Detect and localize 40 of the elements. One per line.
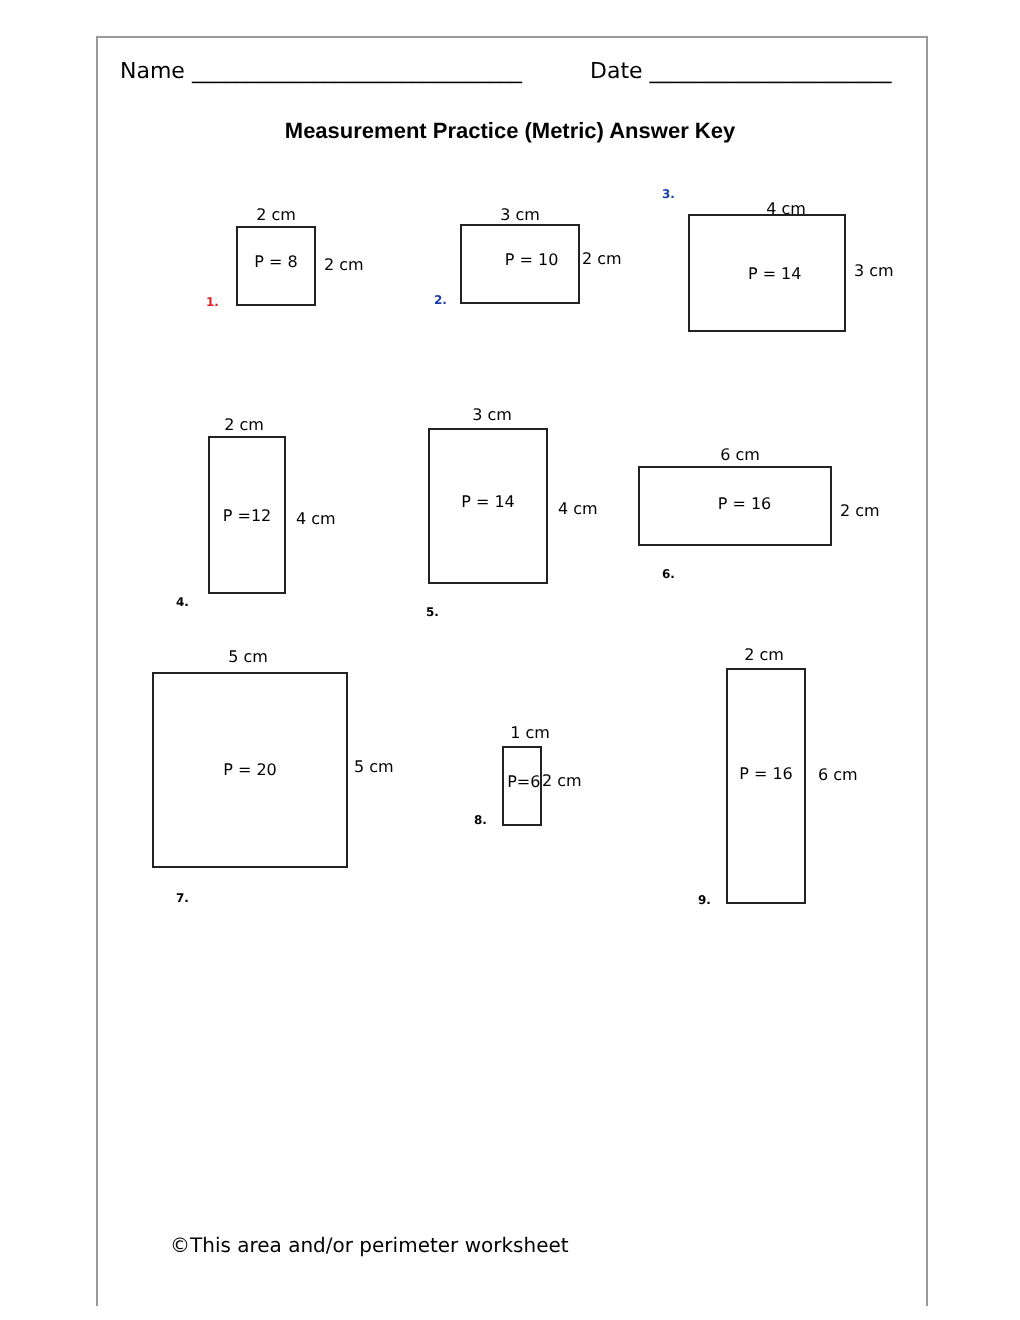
dimension-label: 4 cm [296, 510, 336, 528]
dimension-label: 6 cm [720, 446, 760, 464]
dimension-label: 5 cm [228, 648, 268, 666]
dimension-label: 5 cm [354, 758, 394, 776]
perimeter-answer: P =12 [222, 506, 272, 524]
dimension-label: 2 cm [744, 646, 784, 664]
form-field-label: Date ______________________ [590, 58, 892, 84]
dimension-label: 2 cm [224, 416, 264, 434]
rectangle [236, 226, 316, 306]
dimension-label: 3 cm [500, 206, 540, 224]
perimeter-answer: P = 14 [747, 264, 802, 282]
rectangle [688, 214, 846, 332]
dimension-label: 6 cm [818, 766, 858, 784]
dimension-label: 2 cm [840, 502, 880, 520]
form-field-label: Name ______________________________ [120, 58, 522, 84]
rectangle [638, 466, 832, 546]
rectangle [460, 224, 580, 304]
perimeter-answer: P = 8 [254, 253, 298, 272]
title: Measurement Practice (Metric) Answer Key [282, 120, 738, 144]
dimension-label: 4 cm [766, 200, 806, 218]
dimension-label: 2 cm [542, 772, 582, 790]
dimension-label: 3 cm [472, 406, 512, 424]
perimeter-answer: P = 16 [739, 765, 793, 784]
dimension-label: 1 cm [510, 724, 550, 742]
dimension-label: 2 cm [324, 256, 364, 274]
rectangle [726, 668, 806, 904]
perimeter-answer: P=6 [507, 773, 541, 792]
rectangle [502, 746, 542, 826]
perimeter-answer: P = 20 [223, 761, 277, 779]
perimeter-answer: P = 16 [717, 494, 772, 513]
perimeter-answer: P = 10 [504, 251, 559, 270]
footer-note: ©This area and/or perimeter worksheet [170, 1236, 569, 1258]
rectangle [208, 436, 286, 594]
dimension-label: 2 cm [256, 206, 296, 224]
dimension-label: 3 cm [854, 262, 894, 280]
dimension-label: 4 cm [558, 500, 598, 518]
perimeter-answer: P = 14 [461, 492, 515, 511]
dimension-label: 2 cm [582, 250, 622, 268]
rectangle [152, 672, 348, 868]
rectangle [428, 428, 548, 584]
